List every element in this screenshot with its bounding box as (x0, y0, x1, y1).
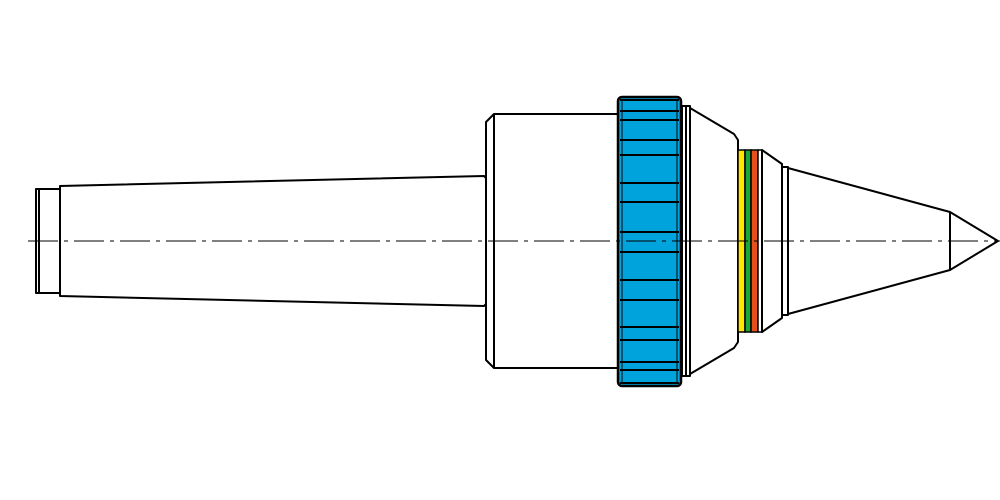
live-center-drawing (28, 95, 1000, 388)
drawing-canvas (28, 95, 1000, 388)
